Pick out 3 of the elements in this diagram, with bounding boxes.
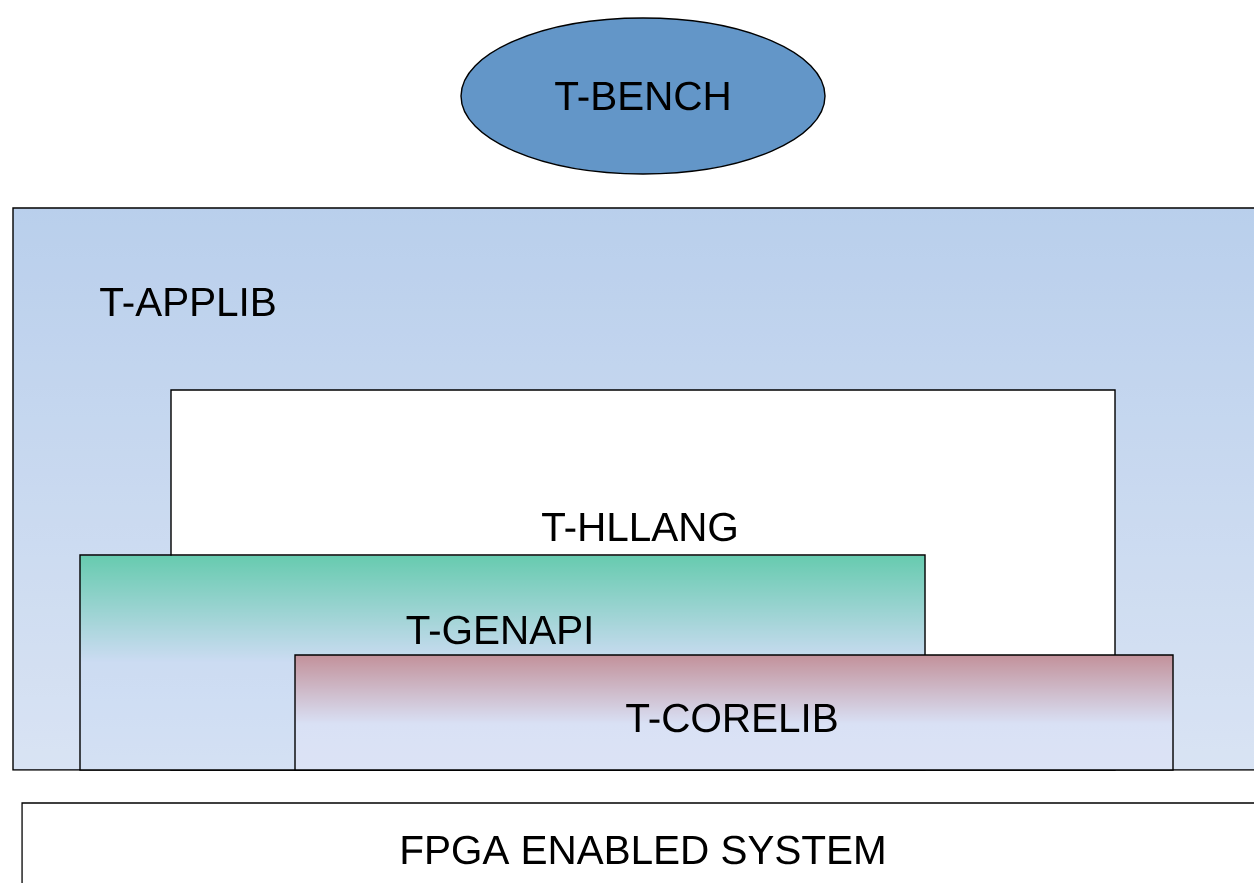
system-box: FPGA ENABLED SYSTEM xyxy=(21,802,1254,883)
layer-box: T-CORELIB xyxy=(294,654,1174,771)
ellipse-node: T-BENCH xyxy=(460,17,826,175)
